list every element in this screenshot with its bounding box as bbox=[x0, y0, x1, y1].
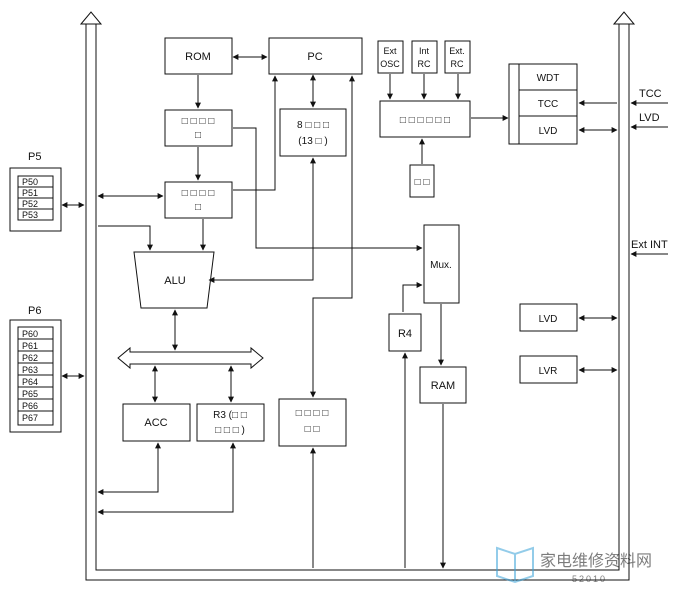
ram-block bbox=[419, 366, 467, 404]
ioctl-label-2: □ □ bbox=[305, 424, 320, 435]
port-p5: P5 P50 P51 P52 P53 bbox=[9, 151, 62, 232]
main-bus bbox=[79, 11, 636, 581]
internal-bus bbox=[117, 346, 264, 370]
acc-block bbox=[122, 403, 191, 442]
pin-label: P66 bbox=[22, 401, 38, 411]
pin-label: P65 bbox=[22, 389, 38, 399]
ext-rc-label-2: RC bbox=[451, 59, 464, 69]
io-control-block bbox=[278, 398, 347, 447]
lvd-signal-label: LVD bbox=[639, 112, 660, 124]
rom-label: ROM bbox=[185, 51, 211, 63]
osc-sub-block bbox=[409, 164, 435, 198]
ext-osc-block bbox=[377, 40, 404, 74]
ext-osc-label-2: OSC bbox=[380, 59, 400, 69]
port-p6: P6 P60 P61 P62 P63 P64 P65 P66 P67 bbox=[9, 305, 62, 433]
dec-pc-link bbox=[233, 75, 278, 191]
tcc-block bbox=[518, 89, 578, 117]
watermark-url: 52010 bbox=[572, 574, 607, 584]
lvr-label: LVR bbox=[539, 366, 558, 377]
alu-label: ALU bbox=[164, 275, 185, 287]
oscillator-control-block bbox=[379, 100, 471, 138]
rom-block bbox=[164, 37, 233, 75]
pin-label: P51 bbox=[22, 188, 38, 198]
pc-block bbox=[268, 37, 363, 75]
stack-label-2: (13 □ ) bbox=[298, 136, 327, 147]
ext-rc-block bbox=[444, 40, 471, 74]
pin-label: P53 bbox=[22, 210, 38, 220]
ext-osc-label: Ext bbox=[383, 46, 397, 56]
pin-label: P67 bbox=[22, 413, 38, 423]
mux-label: Mux. bbox=[430, 260, 452, 271]
int-rc-block bbox=[411, 40, 438, 74]
stack-label: 8 □ □ □ bbox=[297, 120, 329, 131]
osc-ctrl-label: □ □ □ □ □ □ bbox=[400, 115, 450, 126]
ir-label: □ □ □ □ bbox=[182, 116, 215, 127]
pin-label: P60 bbox=[22, 329, 38, 339]
r4-label: R4 bbox=[398, 328, 412, 340]
dec-label: □ □ □ □ bbox=[182, 188, 215, 199]
r4-block bbox=[388, 313, 422, 352]
ram-label: RAM bbox=[431, 380, 455, 392]
pin-label: P63 bbox=[22, 365, 38, 375]
pin-label: P64 bbox=[22, 377, 38, 387]
pin-label: P52 bbox=[22, 199, 38, 209]
pin-label: P50 bbox=[22, 177, 38, 187]
ext-rc-label: Ext. bbox=[449, 46, 465, 56]
ioctl-label: □ □ □ □ bbox=[296, 408, 329, 419]
r3-main-bus-link bbox=[97, 442, 236, 515]
port-p5-title: P5 bbox=[28, 151, 41, 163]
watermark: 家电维修资料网 52010 bbox=[496, 546, 652, 584]
instruction-register-block bbox=[164, 109, 233, 147]
r3-label-2: □ □ □ ) bbox=[215, 425, 245, 436]
wdt-label: WDT bbox=[537, 73, 560, 84]
acc-main-bus-link bbox=[97, 442, 161, 495]
wdt-block bbox=[518, 63, 578, 91]
stack-block bbox=[279, 108, 347, 157]
alu-block bbox=[133, 251, 215, 309]
tcc-label: TCC bbox=[538, 99, 559, 110]
r3-block bbox=[196, 403, 265, 442]
pc-ioctl-link bbox=[310, 75, 355, 398]
lvd-block bbox=[518, 115, 578, 145]
pin-label: P62 bbox=[22, 353, 38, 363]
ir-label-2: □ bbox=[195, 130, 201, 141]
lvr-block bbox=[519, 355, 578, 384]
dec-label-2: □ bbox=[195, 202, 201, 213]
r4-mux-link bbox=[402, 282, 423, 312]
lvd-standalone-block bbox=[519, 303, 578, 332]
bus-alu-link bbox=[98, 225, 153, 251]
ext-int-label: Ext INT bbox=[631, 239, 668, 251]
watermark-text: 家电维修资料网 bbox=[540, 552, 652, 570]
port-p6-title: P6 bbox=[28, 305, 41, 317]
pin-label: P61 bbox=[22, 341, 38, 351]
lvd-label: LVD bbox=[539, 126, 558, 137]
int-rc-label: Int bbox=[419, 46, 430, 56]
r3-label: R3 (□ □ bbox=[213, 410, 247, 421]
acc-label: ACC bbox=[144, 417, 167, 429]
stack-alu-link bbox=[208, 157, 316, 283]
int-rc-label-2: RC bbox=[418, 59, 431, 69]
osc-sub-label: □ □ bbox=[415, 177, 430, 188]
tcc-signal-label: TCC bbox=[639, 88, 662, 100]
pc-label: PC bbox=[307, 51, 322, 63]
mux-block bbox=[423, 224, 460, 304]
lvd-standalone-label: LVD bbox=[539, 314, 558, 325]
